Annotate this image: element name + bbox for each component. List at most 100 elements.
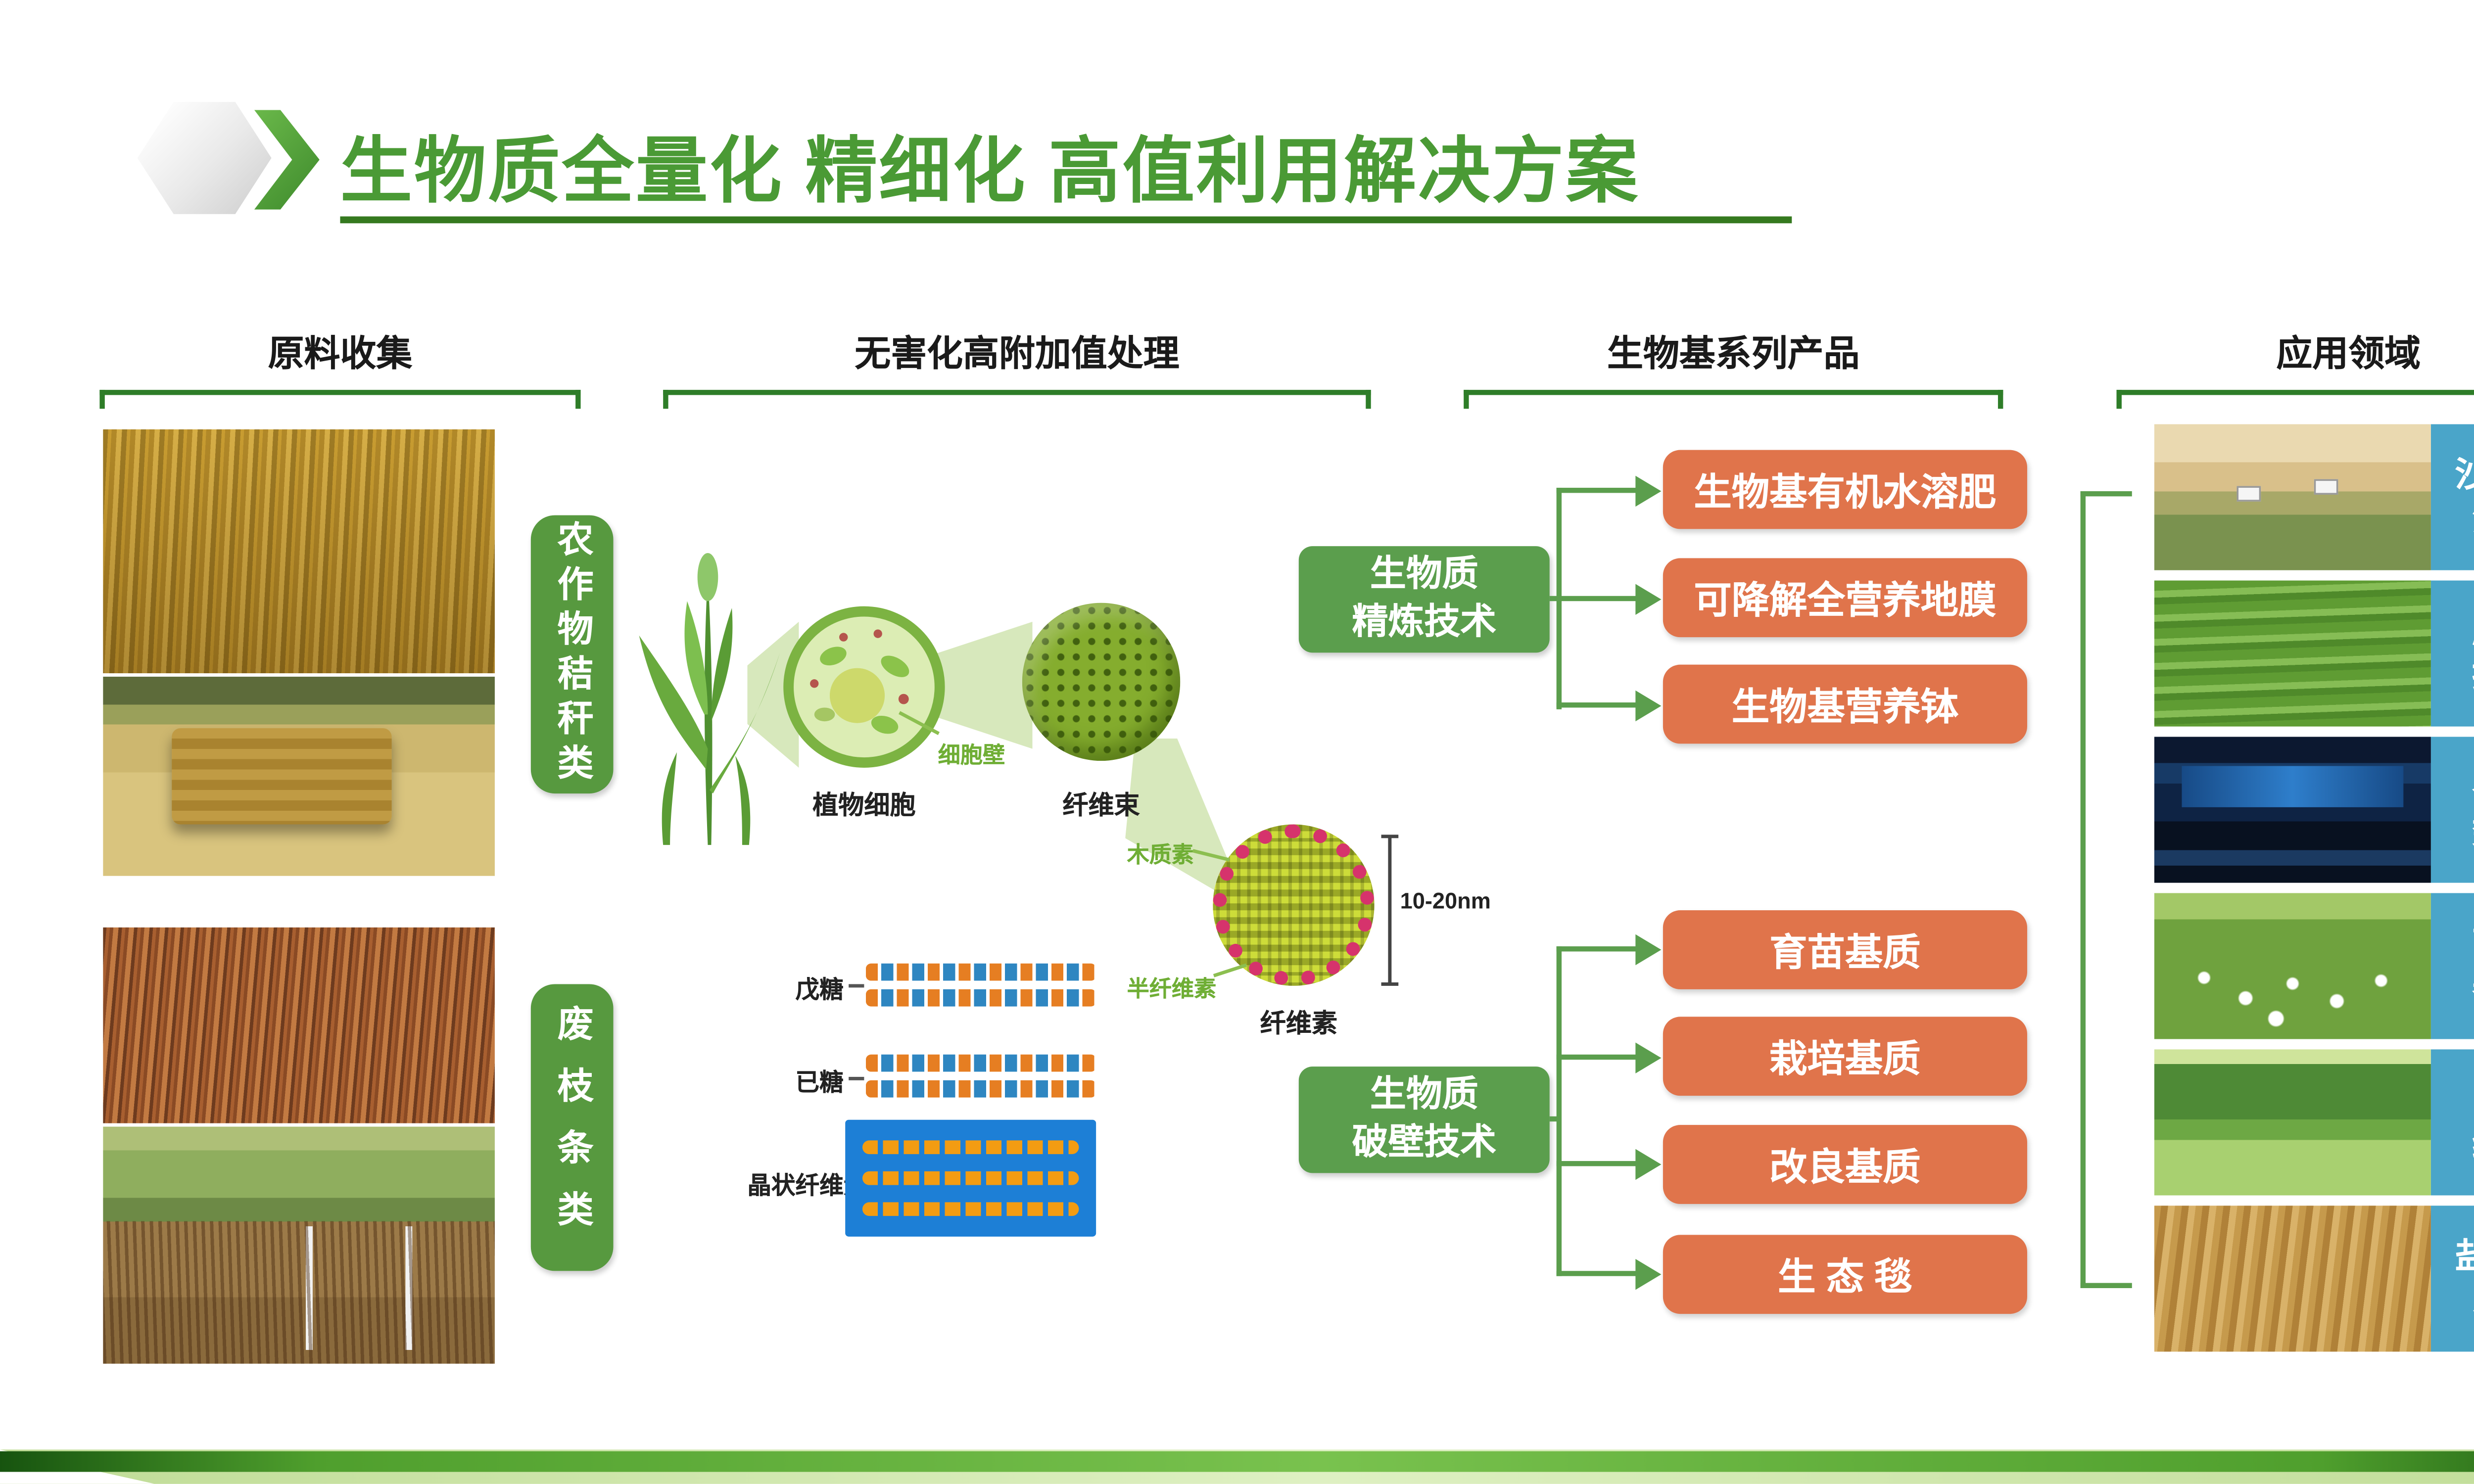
connector-arm (1556, 1271, 1639, 1276)
photo-saline-soil (2154, 1206, 2431, 1352)
product-degradable-mulch-film: 可降解全营养地膜 (1663, 558, 2027, 638)
hexagon-logo-icon (137, 102, 272, 214)
plant-illustration (639, 553, 780, 845)
photo-straw-bales (103, 676, 495, 876)
application-item: 畜牧 养殖 (2154, 893, 2474, 1039)
orchard-post (405, 1226, 413, 1350)
orchard-post (306, 1226, 313, 1350)
plant-cell-label: 植物细胞 (812, 791, 916, 821)
fiber-bundle-diagram (1022, 603, 1181, 761)
application-item: 园林 绿化 (2154, 1049, 2474, 1196)
section-label-processing: 无害化高附加值处理 (855, 335, 1180, 374)
material-group-waste-branches: 废枝条类 (530, 984, 614, 1271)
product-cultivation-substrate: 栽培基质 (1663, 1017, 2027, 1096)
application-item: 盐碱地 改良 (2154, 1206, 2474, 1352)
photo-waste-branches (103, 927, 495, 1123)
connector-arm (1549, 596, 1639, 602)
connector-arm (1556, 946, 1639, 952)
crystalline-cellulose-diagram (845, 1119, 1096, 1237)
arrow-icon (1635, 1149, 1662, 1180)
cell-wall-label: 细胞壁 (938, 742, 1005, 768)
bracket-applications (2116, 390, 2474, 409)
photo-corn-stalks (103, 429, 495, 674)
breaking-tech-box: 生物质 破壁技术 (1298, 1067, 1550, 1173)
material-group-crop-straw: 农作物秸秆类 (530, 515, 614, 794)
application-label: 农业 数据 (2430, 737, 2474, 883)
application-label: 沙漠化 治理 (2430, 424, 2474, 570)
diameter-measure-line (1388, 836, 1392, 984)
arrow-icon (1635, 690, 1662, 722)
data-desk (2154, 850, 2431, 866)
desert-sign (2237, 485, 2262, 501)
measure-tick (1381, 835, 1399, 838)
page-title: 生物质全量化 精细化 高值利用解决方案 (340, 130, 1640, 212)
plant-cell-diagram (783, 606, 945, 768)
connector-arm (1556, 488, 1639, 493)
product-improvement-substrate: 改良基质 (1663, 1125, 2027, 1204)
refining-tech-box: 生物质 精炼技术 (1298, 546, 1550, 653)
applications-bracket-bottom (2080, 1283, 2132, 1288)
hexose-dash (849, 1076, 864, 1080)
photo-livestock (2154, 893, 2431, 1039)
application-label: 肥力 提升 (2430, 580, 2474, 727)
bracket-processing (663, 390, 1371, 409)
pentose-dash (849, 984, 864, 988)
hemicellulose-label: 半纤维素 (1127, 975, 1217, 1002)
cellulose-fiber-diagram (1213, 824, 1375, 986)
application-item: 肥力 提升 (2154, 580, 2474, 727)
footer-green-bar (0, 1451, 2474, 1472)
section-label-applications: 应用领域 (2276, 335, 2421, 374)
applications-bracket-top (2080, 491, 2132, 497)
application-label: 畜牧 养殖 (2430, 893, 2474, 1039)
section-label-collection: 原料收集 (268, 335, 413, 374)
applications-list: 沙漠化 治理 肥力 提升 农业 数据 畜牧 养殖 园林 绿化 盐碱地 改良 (2154, 424, 2474, 1352)
hemicellulose-pointer (1213, 963, 1247, 977)
application-label: 盐碱地 改良 (2430, 1206, 2474, 1352)
product-nutrition-bowl: 生物基营养钵 (1663, 664, 2027, 744)
cellulose-chain (862, 1171, 1079, 1185)
measure-tick (1381, 982, 1399, 986)
diameter-label: 10-20nm (1400, 888, 1491, 914)
connector-arm (1556, 1161, 1639, 1166)
photo-fertility (2154, 580, 2431, 727)
lignin-label: 木质素 (1127, 841, 1194, 868)
application-item: 农业 数据 (2154, 737, 2474, 883)
title-underline (340, 216, 1792, 224)
photo-agri-data (2154, 737, 2431, 883)
pentose-chain-row (865, 963, 1096, 981)
cellulose-label: 纤维素 (1260, 1010, 1337, 1039)
hexose-label: 已糖 (795, 1068, 844, 1096)
bracket-collection (99, 390, 581, 409)
photo-orchard-prunings (103, 1126, 495, 1364)
pentose-label: 戊糖 (795, 975, 844, 1003)
data-screen (2182, 766, 2404, 807)
connector-trunk-breaking (1556, 946, 1562, 1276)
product-water-soluble-fertilizer: 生物基有机水溶肥 (1663, 450, 2027, 529)
applications-bracket-vertical (2080, 491, 2086, 1288)
photo-landscaping (2154, 1049, 2431, 1196)
arrow-icon (1635, 475, 1662, 507)
magnify-beam (936, 621, 1033, 749)
application-label: 园林 绿化 (2430, 1049, 2474, 1196)
product-ecological-blanket: 生 态 毯 (1663, 1235, 2027, 1314)
photo-desert-control (2154, 424, 2431, 570)
connector-arm (1556, 1054, 1639, 1060)
application-item: 沙漠化 治理 (2154, 424, 2474, 570)
pentose-chain-row (865, 989, 1096, 1007)
section-label-products: 生物基系列产品 (1607, 335, 1860, 374)
hexose-chain-row (865, 1080, 1096, 1098)
arrow-icon (1635, 934, 1662, 966)
product-seedling-substrate: 育苗基质 (1663, 910, 2027, 989)
arrow-icon (1635, 1042, 1662, 1073)
arrow-icon (1635, 584, 1662, 615)
fiber-bundle-label: 纤维束 (1062, 791, 1140, 821)
cellulose-chain (862, 1202, 1079, 1216)
arrow-icon (1635, 1258, 1662, 1290)
connector-stub (1549, 1116, 1560, 1122)
connector-arm (1556, 702, 1639, 708)
desert-sign (2315, 479, 2339, 495)
cellulose-chain (862, 1140, 1079, 1155)
bracket-products (1464, 390, 2003, 409)
